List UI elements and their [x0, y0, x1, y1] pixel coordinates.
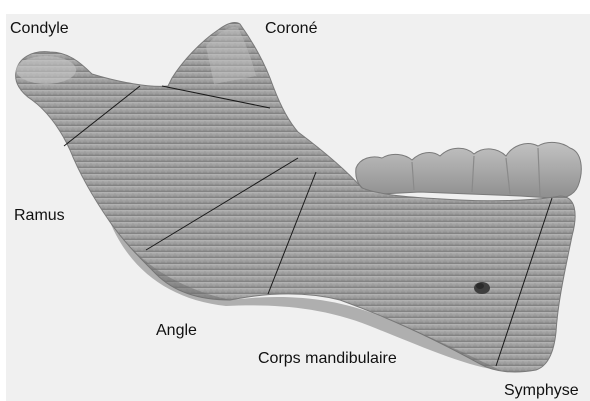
mental-foramen-hole — [476, 283, 484, 289]
label-condyle: Condyle — [10, 20, 69, 38]
condyle-head — [16, 56, 76, 84]
label-angle: Angle — [156, 322, 197, 340]
label-symphysis: Symphyse — [504, 382, 579, 400]
label-ramus: Ramus — [14, 207, 65, 225]
label-coronoid: Coroné — [265, 20, 317, 38]
label-mandibular-body: Corps mandibulaire — [258, 350, 397, 368]
teeth — [356, 142, 582, 198]
mandible-bone — [16, 22, 575, 372]
